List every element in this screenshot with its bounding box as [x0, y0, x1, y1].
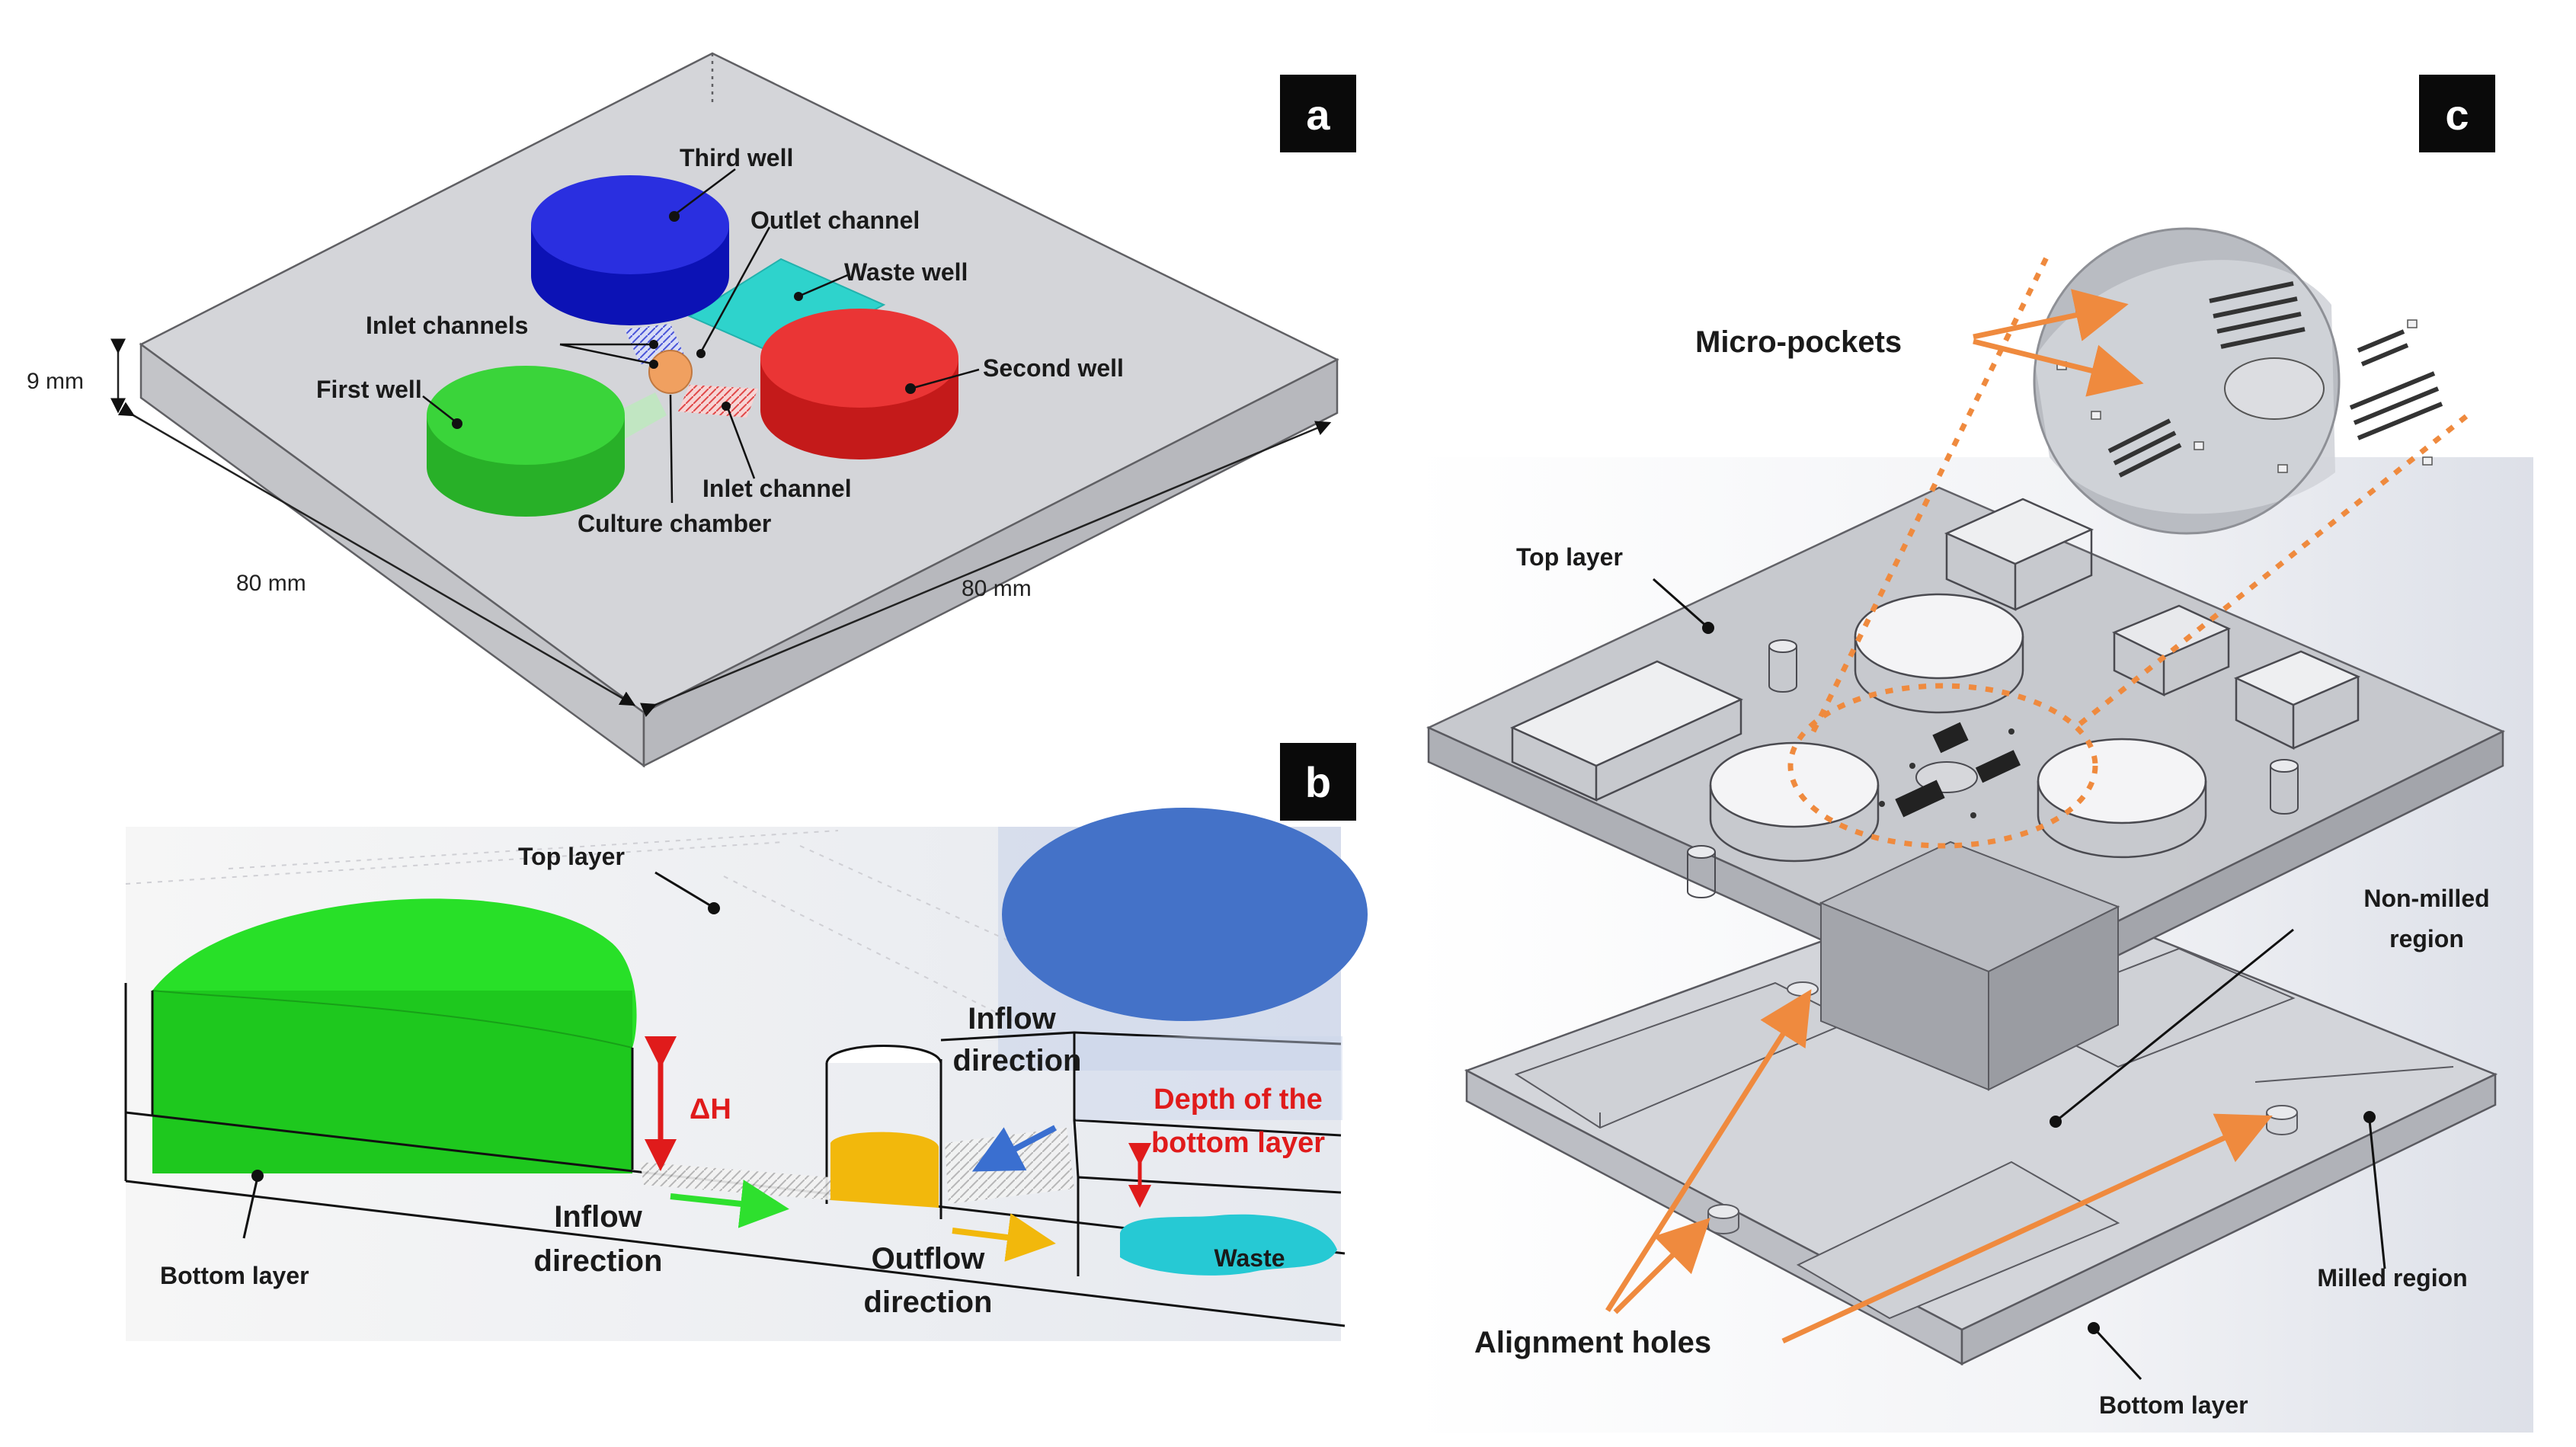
label-second-well: Second well [983, 354, 1124, 382]
inflow-arrow-green [670, 1180, 789, 1228]
bottom-layer-plate [1464, 875, 2498, 1366]
label-waste: Waste [1214, 1244, 1285, 1272]
dimension-arrows [110, 338, 1332, 717]
label-outflow: Outflow [872, 1242, 986, 1276]
label-non-milled-1: Non-milled [2363, 885, 2489, 912]
panel-c: c [1413, 75, 2533, 1433]
orange-arrows [1605, 289, 2273, 1344]
panel-b-letter: b [1305, 758, 1331, 806]
dim-height: 9 mm [27, 369, 84, 394]
inflow-arrow-blue [971, 1125, 1057, 1172]
third-well [531, 175, 729, 325]
first-well [427, 366, 625, 517]
panel-c-badge [2419, 75, 2495, 152]
panel-a-badge [1280, 75, 1356, 152]
label-inlet-channel: Inlet channel [702, 475, 852, 502]
label-first-well: First well [316, 376, 422, 403]
panel-c-letter: c [2445, 91, 2469, 139]
culture-column [825, 1045, 942, 1064]
label-non-milled-2: region [2389, 925, 2464, 952]
culture-chamber [648, 350, 693, 394]
label-depth-2: bottom layer [1151, 1127, 1325, 1159]
label-direction-2: direction [953, 1044, 1082, 1077]
label-delta-h: ΔH [690, 1093, 731, 1125]
inlet-channel-hatch [678, 385, 758, 418]
center-features [1879, 722, 2021, 818]
panel-b-badge [1280, 743, 1356, 821]
label-inlet-channels: Inlet channels [366, 312, 528, 339]
label-culture-chamber: Culture chamber [578, 510, 771, 537]
label-micro-pockets: Micro-pockets [1695, 325, 1902, 359]
green-well-body [152, 991, 632, 1173]
waste-well [687, 258, 886, 360]
rect-wells [1509, 498, 2361, 802]
label-c-bottom-layer: Bottom layer [2099, 1391, 2248, 1419]
panel-a-letter: a [1306, 91, 1330, 139]
label-direction-3: direction [864, 1285, 993, 1319]
label-milled-region: Milled region [2317, 1264, 2467, 1292]
dim-length: 80 mm [236, 571, 306, 596]
waste-box-shade [1076, 1036, 1342, 1120]
label-direction-1: direction [534, 1244, 663, 1278]
label-third-well: Third well [680, 144, 793, 171]
panel-a: a [27, 52, 1356, 768]
label-c-top-layer: Top layer [1516, 543, 1623, 571]
yellow-fluid [830, 1132, 939, 1208]
outflow-arrow-yellow [952, 1213, 1056, 1262]
label-outlet-channel: Outlet channel [750, 206, 920, 234]
label-b-top-layer: Top layer [518, 843, 625, 870]
label-waste-well: Waste well [844, 258, 968, 286]
dim-width: 80 mm [962, 576, 1032, 601]
label-depth-1: Depth of the [1154, 1084, 1323, 1116]
zoom-target-circle [1787, 683, 2098, 849]
label-alignment-holes: Alignment holes [1474, 1326, 1711, 1359]
label-inflow-2: Inflow [968, 1002, 1056, 1036]
panel-b: b [124, 743, 1368, 1341]
label-b-bottom-layer: Bottom layer [160, 1262, 309, 1289]
alignment-pins [1687, 639, 2299, 898]
label-inflow-1: Inflow [554, 1200, 642, 1234]
blue-well [998, 808, 1368, 1071]
waste-fluid [1120, 1214, 1337, 1276]
